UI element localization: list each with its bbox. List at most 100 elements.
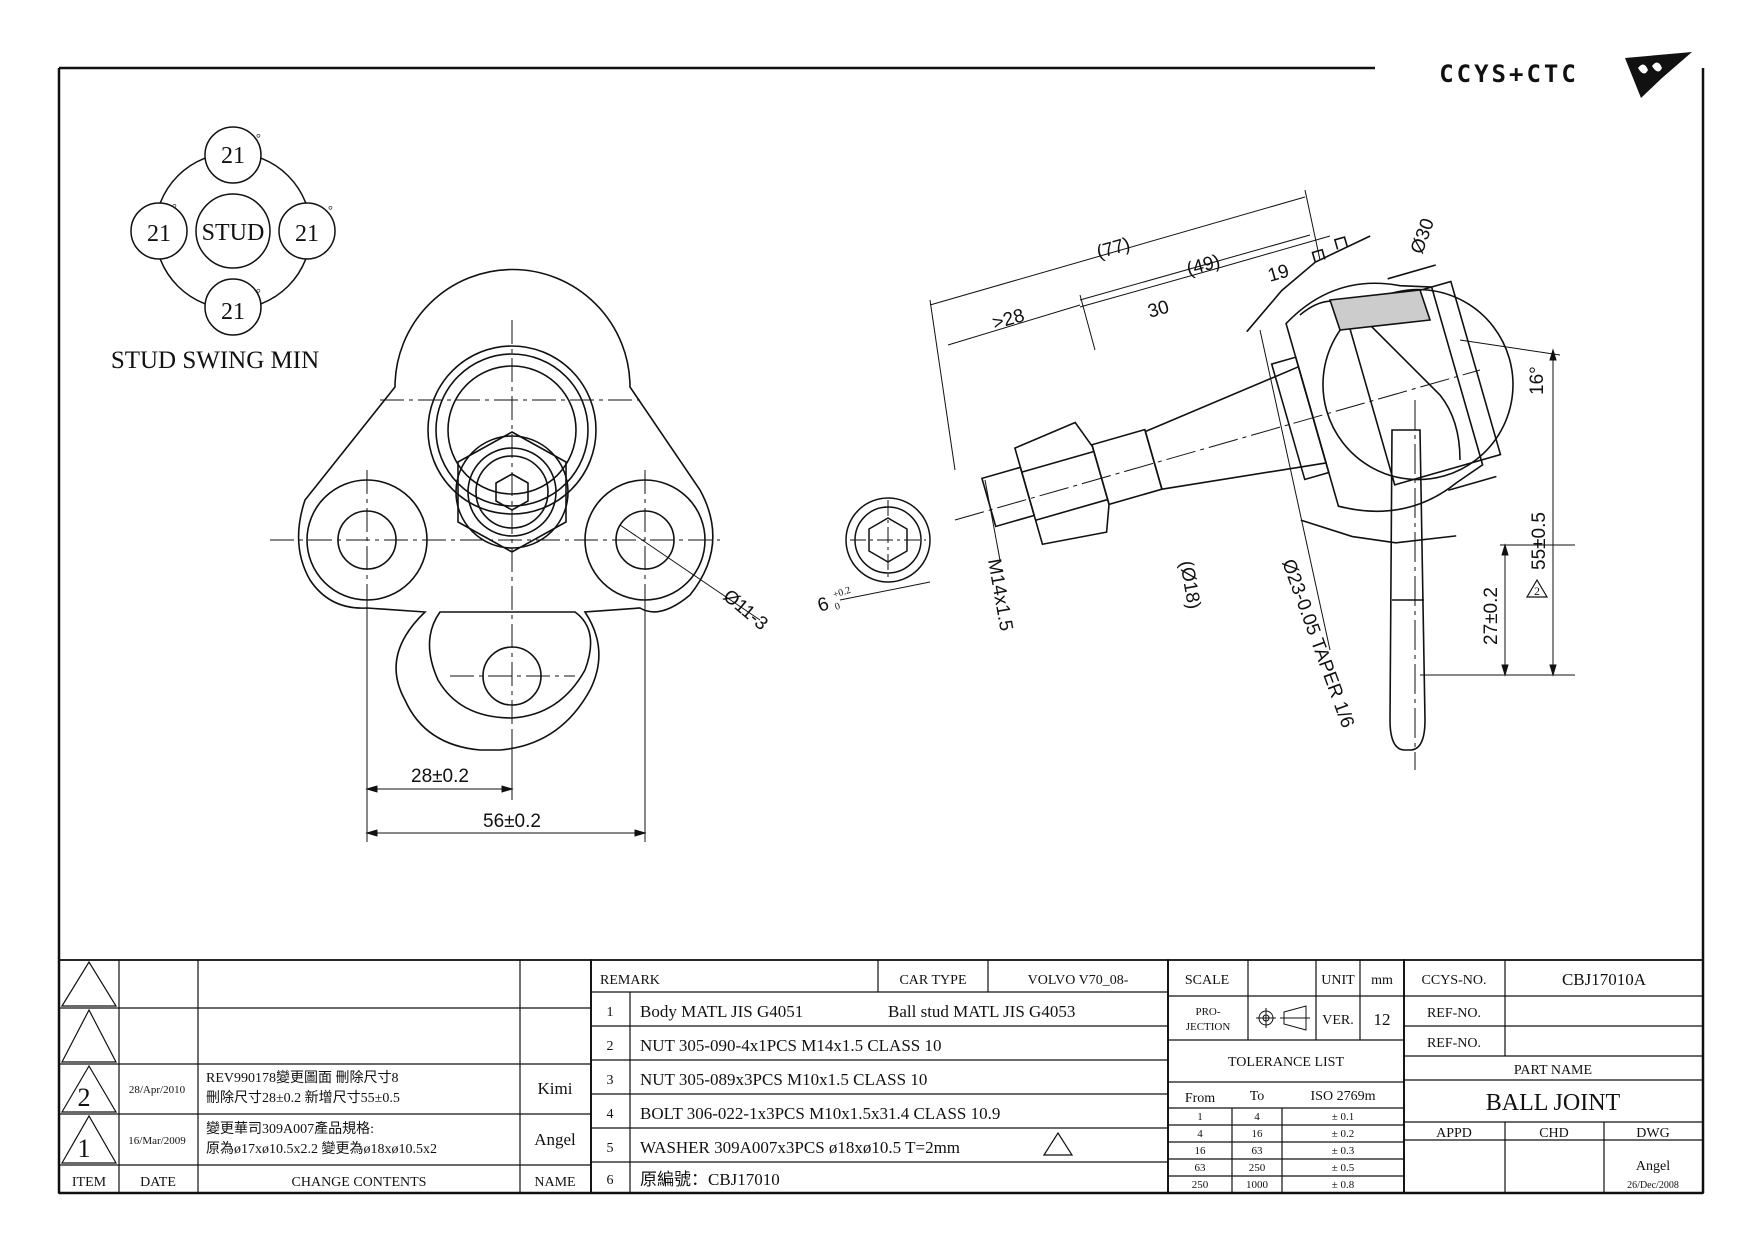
dim-30: 30	[1145, 297, 1171, 323]
dim-49: (49)	[1184, 251, 1222, 281]
tol-row-4-to: 250	[1249, 1162, 1266, 1174]
degree-mark-right: °	[328, 203, 333, 217]
remark-row-4-num: 4	[607, 1107, 614, 1122]
dim-hole: Ø11-3	[719, 586, 772, 635]
remark-row-2-text: NUT 305-090-4x1PCS M14x1.5 CLASS 10	[640, 1036, 941, 1055]
version-label: VER.	[1322, 1013, 1354, 1028]
dim-hex-tol-lower: 0	[834, 601, 842, 613]
remark-row-6-num: 6	[607, 1173, 614, 1188]
rev-header-contents: CHANGE CONTENTS	[292, 1175, 427, 1190]
side-view-centerline	[954, 369, 1481, 770]
remark-row-3-num: 3	[607, 1073, 614, 1088]
rev-content-1-line1: 變更華司309A007產品規格:	[206, 1120, 374, 1137]
dim-height-27: 27±0.2	[1481, 587, 1502, 645]
title-block-grid	[58, 959, 1704, 1194]
projection-label-2: JECTION	[1186, 1021, 1231, 1033]
tol-row-4-from: 63	[1195, 1162, 1207, 1174]
dim-28: 28±0.2	[411, 766, 469, 787]
rev-content-1-line2: 原為ø17xø10.5x2.2 變更為ø18xø10.5x2	[206, 1141, 437, 1157]
remark-row-1-text: Body MATL JIS G4051	[640, 1002, 803, 1021]
ref-no-label-1: REF-NO.	[1427, 1006, 1481, 1021]
remark-row-4-text: BOLT 306-022-1x3PCS M10x1.5x31.4 CLASS 1…	[640, 1104, 1000, 1123]
dim-height-55: 55±0.5	[1529, 512, 1550, 570]
rev-content-2-line2: 刪除尺寸28±0.2 新增尺寸55±0.5	[206, 1090, 400, 1106]
revision-triangle-2: 2	[1525, 578, 1549, 598]
rev-item-1: 1	[78, 1134, 91, 1163]
swing-angle-bottom: 21	[221, 299, 245, 325]
tol-row-1-iso: ± 0.1	[1332, 1111, 1355, 1123]
tol-row-5-iso: ± 0.8	[1332, 1179, 1355, 1191]
car-type-value: VOLVO V70_08-	[1028, 973, 1129, 988]
tol-row-2-from: 4	[1197, 1128, 1203, 1140]
chd-label: CHD	[1539, 1126, 1569, 1141]
side-view-dimensions	[929, 189, 1575, 677]
part-name-label: PART NAME	[1514, 1063, 1592, 1078]
dim-28-side: >28	[990, 305, 1027, 334]
tol-header-iso: ISO 2769m	[1311, 1089, 1376, 1104]
dim-56: 56±0.2	[483, 811, 541, 832]
remark-label: REMARK	[600, 973, 660, 988]
degree-mark-bottom: °	[256, 286, 261, 300]
tol-row-3-from: 16	[1195, 1145, 1207, 1157]
tol-row-1-to: 4	[1254, 1111, 1260, 1123]
tol-header-from: From	[1185, 1091, 1215, 1106]
dim-hex-tol-upper: +0.2	[832, 585, 853, 601]
dim-taper: Ø23-0.05 TAPER 1/6	[1277, 557, 1358, 731]
tol-row-3-iso: ± 0.3	[1332, 1145, 1355, 1157]
unit-value: mm	[1371, 973, 1393, 988]
projection-symbol-icon	[1256, 1005, 1310, 1031]
dim-30-diameter: Ø30	[1407, 216, 1439, 257]
tol-row-4-iso: ± 0.5	[1332, 1162, 1355, 1174]
side-view	[980, 235, 1514, 546]
dim-thread: M14x1.5	[983, 557, 1016, 632]
remark-row-5-text: WASHER 309A007x3PCS ø18xø10.5 T=2mm	[640, 1138, 960, 1157]
remark-row-1-num: 1	[607, 1005, 614, 1020]
remark-row-2-num: 2	[607, 1039, 614, 1054]
unit-label: UNIT	[1321, 973, 1355, 988]
stud-swing-diagram	[130, 126, 336, 336]
drawn-by: Angel	[1636, 1159, 1670, 1174]
rev-content-2-line1: REV990178變更圖面 刪除尺寸8	[206, 1070, 399, 1086]
rev-header-name: NAME	[534, 1175, 575, 1190]
rev-date-1: 16/Mar/2009	[128, 1135, 186, 1147]
swing-angle-right: 21	[295, 221, 319, 247]
top-view-centerlines	[270, 320, 720, 800]
tol-header-to: To	[1250, 1089, 1265, 1104]
part-name-value: BALL JOINT	[1486, 1090, 1621, 1116]
dwg-label: DWG	[1636, 1126, 1669, 1141]
degree-mark-left: °	[172, 201, 177, 215]
dim-hex: 6	[815, 594, 832, 617]
ccys-no-value: CBJ17010A	[1562, 970, 1647, 989]
hex-detail	[839, 497, 931, 601]
remark-row-1-extra: Ball stud MATL JIS G4053	[888, 1002, 1075, 1021]
tol-row-2-to: 16	[1252, 1128, 1264, 1140]
ref-no-label-2: REF-NO.	[1427, 1036, 1481, 1051]
top-view	[297, 268, 714, 751]
company-logo: CCYS+CTC	[1439, 52, 1692, 98]
rev-date-2: 28/Apr/2010	[129, 1084, 186, 1096]
revision-triangle-2-label: 2	[1534, 584, 1540, 598]
spec-table: SCALE UNIT mm PRO- JECTION VER. 12 TOLER…	[1185, 973, 1393, 1191]
dim-18: (Ø18)	[1175, 559, 1204, 610]
tolerance-title: TOLERANCE LIST	[1228, 1055, 1344, 1070]
tol-row-3-to: 63	[1252, 1145, 1264, 1157]
remark-row-6-text: 原編號：CBJ17010	[640, 1170, 780, 1189]
tol-row-5-from: 250	[1192, 1179, 1209, 1191]
remark-warning-triangle	[1042, 1131, 1074, 1156]
dim-angle-16: 16°	[1527, 366, 1548, 395]
version-value: 12	[1374, 1010, 1391, 1029]
top-view-dimensions	[365, 524, 761, 842]
swing-angle-left: 21	[147, 221, 171, 247]
rev-header-date: DATE	[140, 1175, 176, 1190]
dim-77: (77)	[1094, 234, 1132, 264]
rev-name-2: Kimi	[538, 1079, 573, 1098]
side-view-shaft	[1299, 289, 1461, 751]
swing-angle-top: 21	[221, 143, 245, 169]
drawn-date: 26/Dec/2008	[1627, 1180, 1679, 1191]
rev-header-item: ITEM	[72, 1175, 107, 1190]
title-table: CCYS-NO. CBJ17010A REF-NO. REF-NO. PART …	[1422, 970, 1679, 1191]
swing-caption: STUD SWING MIN	[111, 347, 319, 374]
tol-row-1-from: 1	[1197, 1111, 1203, 1123]
logo-text: CCYS+CTC	[1439, 60, 1579, 88]
